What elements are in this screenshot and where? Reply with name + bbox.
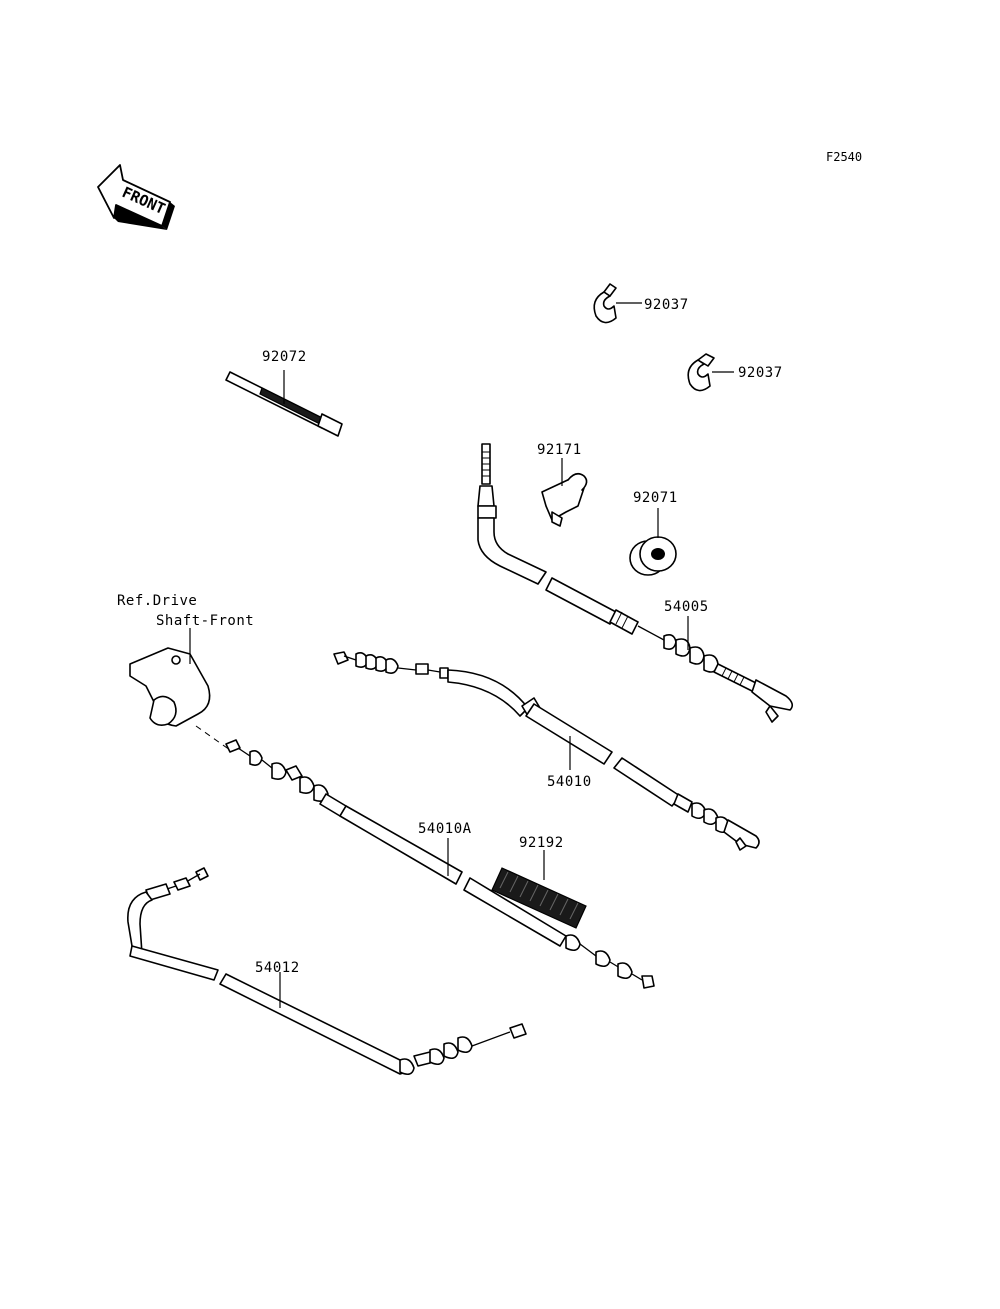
grommet-92071: 92071: [629, 490, 678, 576]
part-number-92071: 92071: [633, 490, 678, 506]
reference-line2: Shaft-Front: [156, 613, 254, 629]
part-number-54010: 54010: [547, 774, 592, 790]
cable-54012: 54012: [127, 867, 527, 1076]
part-number-92072: 92072: [262, 349, 307, 365]
drive-shaft-bracket: Ref.Drive Shaft-Front: [117, 593, 254, 751]
reference-line1: Ref.Drive: [117, 593, 197, 609]
part-number-92171: 92171: [537, 442, 582, 458]
part-number-92037-top: 92037: [644, 297, 689, 313]
part-number-54005: 54005: [664, 599, 709, 615]
part-number-54010A: 54010A: [418, 821, 472, 837]
clamp-92037-mid: 92037: [687, 353, 783, 392]
cable-54005: 54005: [477, 443, 794, 723]
cable-54010: 54010: [333, 651, 760, 851]
cable-54010A: 54010A: [225, 739, 655, 989]
part-number-54012: 54012: [255, 960, 300, 976]
figure-code: F2540: [826, 150, 862, 164]
tube-92192: 92192: [491, 835, 587, 929]
part-number-92037-mid: 92037: [738, 365, 783, 381]
part-number-92192: 92192: [519, 835, 564, 851]
band-92072: 92072: [225, 349, 343, 437]
front-arrow-icon: FRONT: [97, 164, 175, 230]
clamp-92037-top: 92037: [593, 283, 689, 324]
holder-92171: 92171: [537, 442, 588, 527]
